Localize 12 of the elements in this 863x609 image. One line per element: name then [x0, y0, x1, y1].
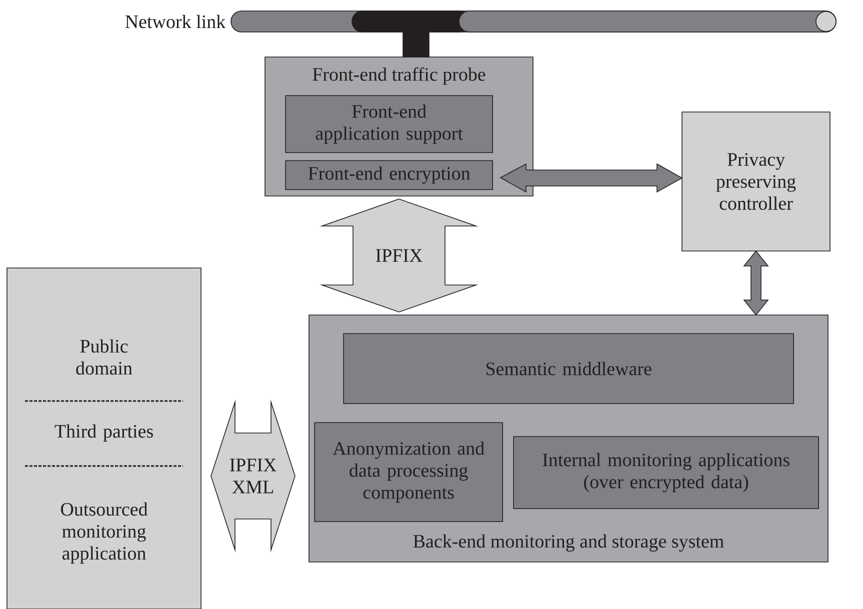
domain-panel: Public domain Third parties Outsourced monitoring application	[6, 268, 202, 609]
component-box: Anonymization and data processing components	[314, 422, 503, 522]
controller-box: Privacy preserving controller	[682, 112, 830, 252]
component-box: Front-end encryption	[285, 160, 493, 190]
component-box: Internal monitoring applications (over encrypted data)	[513, 436, 819, 509]
edge-label: IPFIX XML	[227, 458, 279, 494]
edge-label: IPFIX	[373, 248, 425, 263]
pipe-label: Network link	[125, 14, 226, 28]
block-arrow	[320, 198, 478, 312]
component-box: Semantic middleware	[343, 333, 794, 404]
component-box: Front-end application support	[285, 95, 493, 153]
connector-bar	[402, 32, 430, 58]
